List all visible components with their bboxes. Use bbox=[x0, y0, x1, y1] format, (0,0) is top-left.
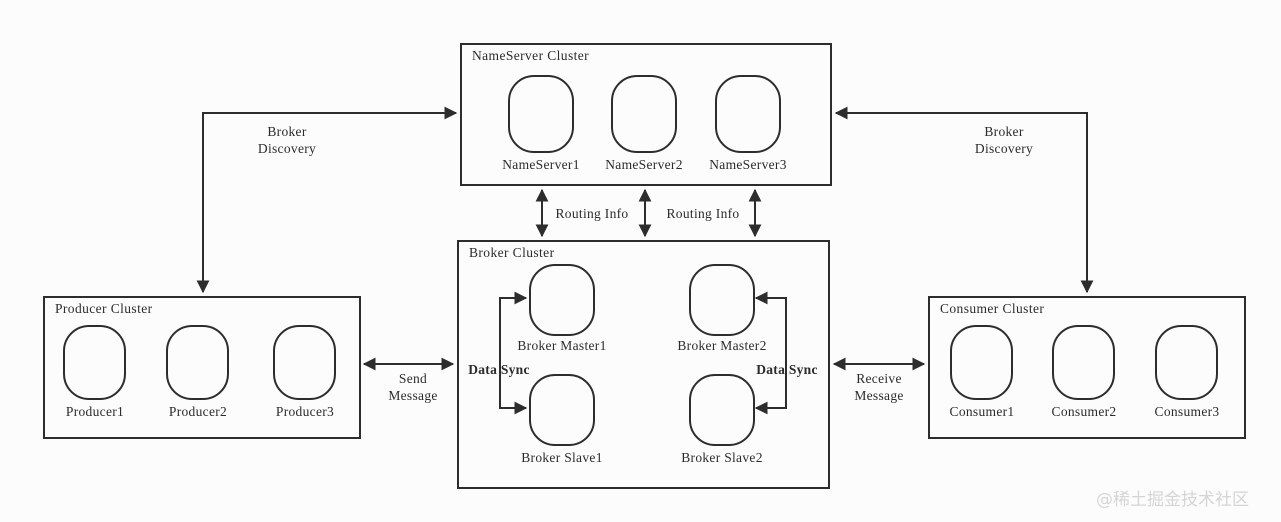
node-producer1 bbox=[63, 325, 126, 400]
node-nameserver3 bbox=[715, 75, 781, 153]
label-routing-info-left: Routing Info bbox=[555, 206, 629, 221]
label-routing-info-right: Routing Info bbox=[666, 206, 740, 221]
arrow-data-sync-left bbox=[499, 291, 528, 415]
label-receive-message: Receive Message bbox=[854, 371, 904, 403]
node-label-broker-master2: Broker Master2 bbox=[677, 338, 767, 353]
nameserver-cluster-title: NameServer Cluster bbox=[472, 48, 590, 63]
broker-cluster-title: Broker Cluster bbox=[469, 245, 555, 260]
node-producer3 bbox=[273, 325, 336, 400]
node-label-broker-master1: Broker Master1 bbox=[517, 338, 607, 353]
node-broker-master2 bbox=[689, 264, 755, 336]
node-label-nameserver3: NameServer3 bbox=[709, 157, 787, 172]
arrow-broker-discovery-right bbox=[834, 106, 1094, 294]
label-data-sync-right: Data Sync bbox=[756, 362, 818, 377]
producer-cluster-box: Producer Cluster bbox=[43, 296, 361, 439]
arrow-broker-discovery-left bbox=[196, 106, 458, 294]
node-label-consumer1: Consumer1 bbox=[949, 404, 1015, 419]
broker-cluster-box: Broker Cluster bbox=[457, 240, 830, 489]
label-broker-discovery-right: Broker Discovery bbox=[974, 124, 1034, 156]
node-nameserver1 bbox=[508, 75, 574, 153]
consumer-cluster-box: Consumer Cluster bbox=[928, 296, 1246, 439]
node-consumer2 bbox=[1052, 325, 1115, 400]
node-label-producer3: Producer3 bbox=[275, 404, 335, 419]
node-consumer3 bbox=[1155, 325, 1218, 400]
node-label-producer1: Producer1 bbox=[65, 404, 125, 419]
label-broker-discovery-left: Broker Discovery bbox=[257, 124, 317, 156]
node-label-nameserver1: NameServer1 bbox=[502, 157, 580, 172]
consumer-cluster-title: Consumer Cluster bbox=[940, 301, 1045, 316]
node-label-broker-slave2: Broker Slave2 bbox=[681, 450, 763, 465]
label-send-message: Send Message bbox=[388, 371, 438, 403]
nameserver-cluster-box: NameServer Cluster bbox=[460, 43, 832, 186]
label-data-sync-left: Data Sync bbox=[468, 362, 530, 377]
node-label-broker-slave1: Broker Slave1 bbox=[521, 450, 603, 465]
watermark: @稀土掘金技术社区 bbox=[1096, 490, 1249, 510]
node-consumer1 bbox=[950, 325, 1013, 400]
node-label-consumer3: Consumer3 bbox=[1154, 404, 1220, 419]
node-broker-slave1 bbox=[529, 374, 595, 446]
arrow-data-sync-right bbox=[754, 291, 787, 415]
node-label-nameserver2: NameServer2 bbox=[605, 157, 683, 172]
node-nameserver2 bbox=[611, 75, 677, 153]
node-broker-master1 bbox=[529, 264, 595, 336]
node-label-producer2: Producer2 bbox=[168, 404, 228, 419]
node-producer2 bbox=[166, 325, 229, 400]
node-broker-slave2 bbox=[689, 374, 755, 446]
producer-cluster-title: Producer Cluster bbox=[55, 301, 153, 316]
node-label-consumer2: Consumer2 bbox=[1051, 404, 1117, 419]
